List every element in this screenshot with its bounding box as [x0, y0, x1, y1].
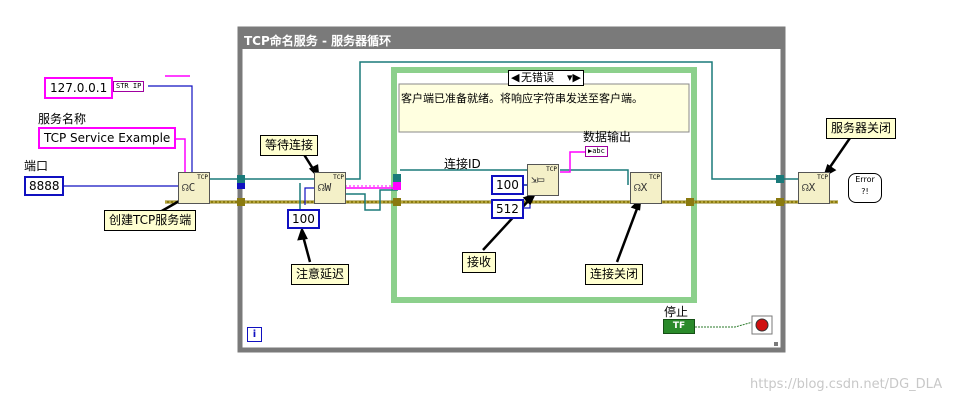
reference-wire [210, 61, 800, 211]
port-label: 端口 [24, 159, 49, 173]
note-receive: 接收 [462, 252, 497, 273]
tunnel [237, 183, 245, 189]
note-create-listener: 创建TCP服务端 [104, 210, 197, 231]
tcp-close-listener-vi[interactable]: TCP☊X [798, 172, 830, 204]
tunnel [686, 198, 694, 206]
service-name-constant[interactable]: TCP Service Example [38, 127, 177, 149]
tcp-wait-listener-vi[interactable]: TCP☊W [314, 172, 346, 204]
data-out-label: 数据输出 [583, 130, 632, 144]
stop-label: 停止 [664, 305, 689, 319]
tunnel [393, 198, 401, 206]
while-loop-title: TCP命名服务 - 服务器循环 [244, 34, 392, 48]
watermark: https://blog.csdn.net/DG_DLA [750, 377, 943, 392]
service-name-label: 服务名称 [38, 112, 87, 126]
tcp-close-vi[interactable]: TCP☊X [630, 172, 662, 204]
error-handler-icon[interactable]: Error?! [848, 173, 882, 203]
while-loop-titlebar [238, 27, 785, 49]
tunnel [776, 198, 784, 206]
tunnel [237, 198, 245, 206]
note-wait-connect: 等待连接 [260, 135, 319, 156]
data-out-indicator[interactable]: ▶abc [585, 146, 608, 157]
read-timeout-constant[interactable]: 100 [491, 175, 524, 195]
tcp-read-vi[interactable]: TCP⇲▭ [527, 164, 559, 196]
tunnel [237, 175, 245, 184]
case-comment: 客户端已准备就绪。将响应字符串发送至客户端。 [401, 92, 643, 105]
tunnel [393, 174, 401, 182]
note-server-close: 服务器关闭 [826, 118, 897, 139]
case-comment-box [398, 83, 690, 133]
case-prev-icon[interactable]: ◀ [511, 71, 520, 84]
tcp-create-listener-vi[interactable]: TCP☊C [178, 172, 210, 204]
port-constant[interactable]: 8888 [24, 176, 64, 196]
tunnel [776, 175, 784, 183]
timeout-constant[interactable]: 100 [287, 209, 320, 229]
case-selector-value: 无错误 [521, 71, 554, 84]
case-selector[interactable]: ◀ 无错误 ▾▶ [508, 70, 584, 86]
info-icon[interactable]: i [247, 327, 262, 342]
ip-constant[interactable]: 127.0.0.1 [44, 77, 114, 99]
note-close-conn: 连接关闭 [585, 264, 644, 285]
stop-button-terminal[interactable]: TF [663, 319, 695, 334]
case-dropdown-icon[interactable]: ▾▶ [567, 71, 581, 84]
tunnel [393, 182, 401, 190]
string-to-ip-node[interactable]: STR IP [113, 81, 145, 92]
bytes-to-read-constant[interactable]: 512 [491, 199, 524, 219]
note-timeout: 注意延迟 [291, 264, 350, 285]
connection-id-label: 连接ID [444, 157, 481, 171]
